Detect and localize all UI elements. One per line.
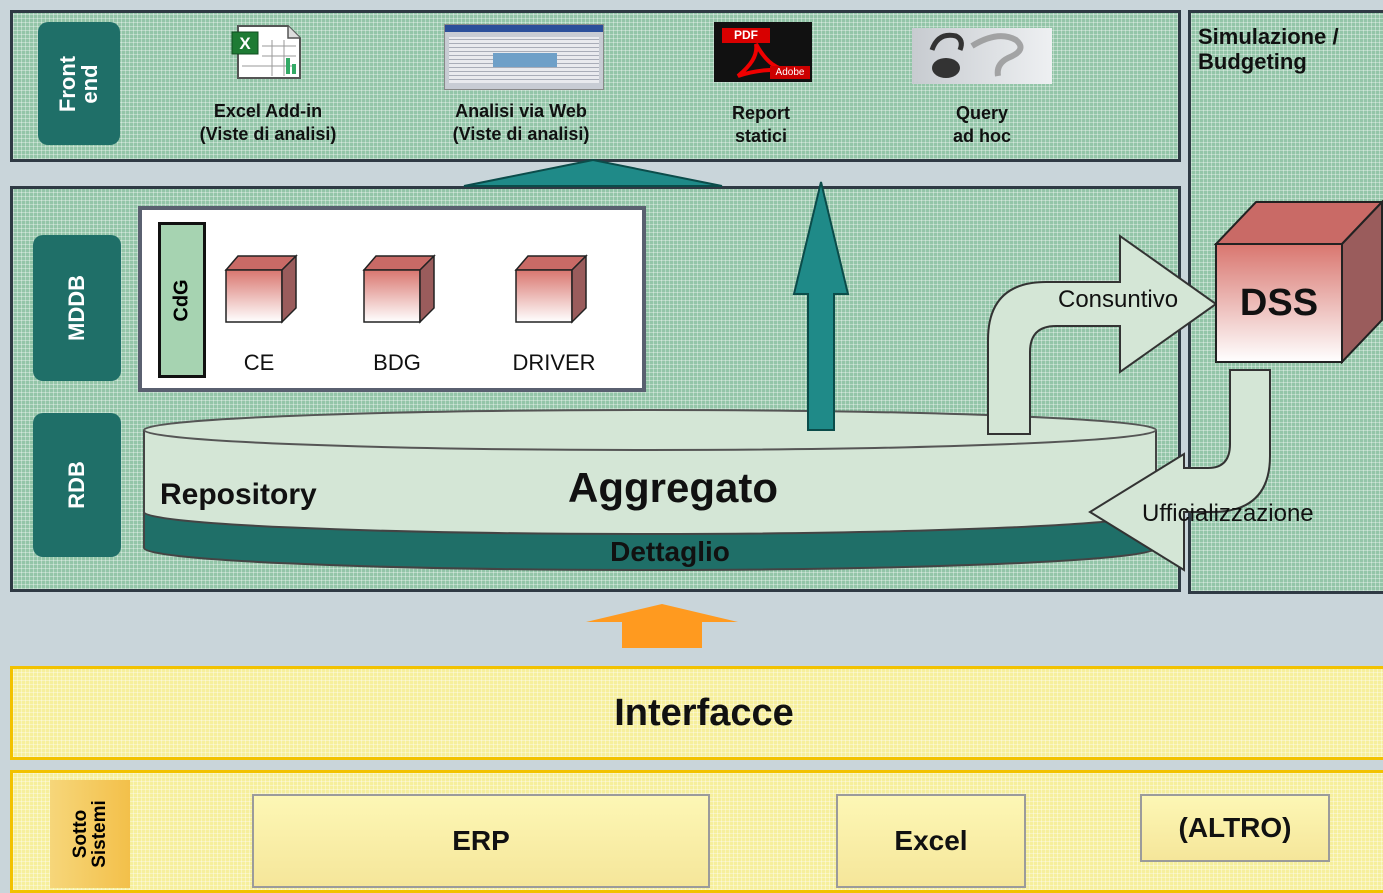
static-report-label: Report statici <box>732 103 790 147</box>
cube-label-ce: CE <box>243 350 275 375</box>
aggregate-label: Aggregato <box>568 464 778 511</box>
ufficializzazione-arrow <box>1088 369 1271 572</box>
query-adhoc-label: Query ad hoc <box>952 103 1011 147</box>
bdg-cube-icon <box>362 254 436 324</box>
query-icon <box>912 28 1052 84</box>
web-screenshot-icon <box>444 24 604 90</box>
interface-label: Interfacce <box>614 691 794 734</box>
rdb-label: RDB <box>33 413 121 557</box>
repository-cylinder <box>143 409 1157 571</box>
svg-text:X: X <box>239 34 251 53</box>
dss-cube <box>1214 200 1383 364</box>
ufficializzazione-label: Ufficializzazione <box>1142 500 1314 527</box>
detail-label: Dettaglio <box>610 536 730 567</box>
front-end-side-label: Front end <box>38 22 120 145</box>
erp-label: ERP <box>452 825 510 856</box>
excel-box: Excel <box>836 794 1026 888</box>
ce-cube-icon <box>224 254 298 324</box>
cdg-label: CdG <box>158 222 206 378</box>
web-analysis-label: Analisi via Web (Viste di analisi) <box>452 101 590 145</box>
driver-cube-icon <box>514 254 588 324</box>
interface-bar: Interfacce <box>10 666 1383 760</box>
simulation-title: Simulazione / Budgeting <box>1198 24 1339 75</box>
excel-addin-label: Excel Add-in (Viste di analisi) <box>199 101 337 145</box>
up-arrow <box>792 181 850 431</box>
excel-label: Excel <box>894 825 968 856</box>
altro-label: (ALTRO) <box>1178 812 1292 843</box>
interface-up-arrow <box>586 604 738 648</box>
to-frontend-arrowhead <box>463 158 723 187</box>
mddb-label: MDDB <box>33 235 121 381</box>
dss-label: DSS <box>1239 282 1319 324</box>
consuntivo-label: Consuntivo <box>1058 286 1179 313</box>
pdf-icon: PDF Adobe <box>714 22 812 82</box>
repository-label: Repository <box>160 478 317 511</box>
erp-box: ERP <box>252 794 710 888</box>
subsystems-side-label: Sotto Sistemi <box>50 780 130 888</box>
consuntivo-arrow <box>987 234 1218 435</box>
cube-label-bdg: BDG <box>373 350 421 375</box>
altro-box: (ALTRO) <box>1140 794 1330 862</box>
cube-label-driver: DRIVER <box>512 350 596 375</box>
excel-icon: X <box>228 24 306 80</box>
